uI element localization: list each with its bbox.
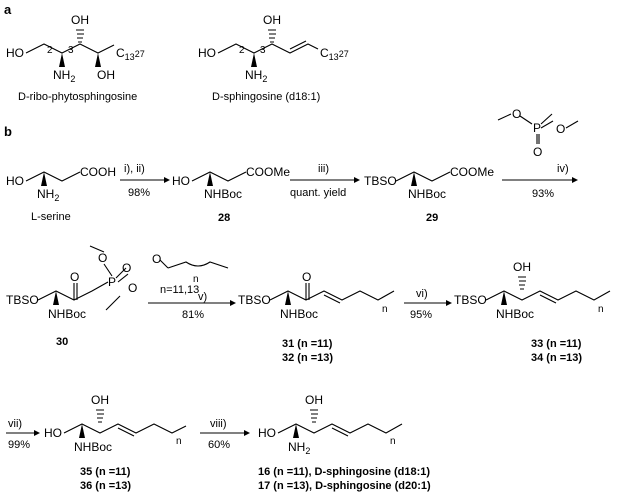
atom-alkyl: C1327 bbox=[320, 46, 349, 62]
panel-label-a: a bbox=[4, 2, 12, 17]
atom-tbso: TBSO bbox=[454, 293, 487, 307]
atom-tbso: TBSO bbox=[238, 293, 271, 307]
atom-nh2: NH2 bbox=[288, 440, 310, 456]
step-1-reagents: i), ii) bbox=[124, 163, 145, 175]
step-5-yield: 95% bbox=[410, 309, 432, 321]
reagent-aldehyde: O n bbox=[152, 252, 229, 285]
atom-oh: OH bbox=[305, 393, 323, 407]
atom-nhboc: NHBoc bbox=[496, 307, 534, 321]
step-4-yield: 81% bbox=[182, 309, 204, 321]
atom-ho: HO bbox=[258, 426, 276, 440]
structure-28: HO COOMe NHBoc bbox=[172, 165, 290, 201]
atom-nhboc: NHBoc bbox=[48, 307, 86, 321]
step-7-yield: 60% bbox=[208, 439, 230, 451]
compound-17: 17 (n =13), D-sphingosine (d20:1) bbox=[258, 480, 431, 492]
structure-31-32: TBSO O NHBoc n bbox=[238, 270, 395, 321]
atom-nhboc: NHBoc bbox=[204, 187, 242, 201]
panel-label-b: b bbox=[4, 124, 12, 139]
atom-n: n bbox=[176, 436, 182, 447]
step-6-yield: 99% bbox=[8, 439, 30, 451]
compound-32: 32 (n =13) bbox=[282, 352, 333, 364]
atom-o-keto: O bbox=[70, 270, 79, 284]
name-serine: L-serine bbox=[31, 211, 71, 223]
structure-30: TBSO O P O O O NHBoc bbox=[6, 245, 137, 321]
atom-o: O bbox=[512, 107, 521, 121]
compound-35: 35 (n =11) bbox=[80, 466, 131, 478]
atom-n: n bbox=[390, 436, 396, 447]
atom-ho: HO bbox=[172, 174, 190, 188]
atom-oh-4: OH bbox=[97, 68, 115, 82]
step-6-reagents: vii) bbox=[8, 418, 22, 430]
atom-ho: HO bbox=[6, 46, 24, 60]
reagent-dimethyl-methylphosphonate: O P O O bbox=[497, 107, 579, 159]
name-sphingosine: D-sphingosine (d18:1) bbox=[212, 91, 320, 103]
atom-o-double: O bbox=[533, 145, 542, 159]
locant-3: 3 bbox=[260, 45, 266, 56]
atom-alkyl: C1327 bbox=[116, 46, 145, 62]
locant-3: 3 bbox=[68, 45, 74, 56]
atom-nh2: NH2 bbox=[245, 68, 267, 84]
atom-o: O bbox=[128, 281, 137, 295]
atom-oh: OH bbox=[513, 260, 531, 274]
structure-serine: HO COOH NH2 bbox=[6, 165, 116, 203]
structure-16-17: HO OH NH2 n bbox=[258, 393, 403, 456]
atom-nh2: NH2 bbox=[37, 187, 59, 203]
atom-o: O bbox=[152, 252, 161, 266]
step-2-yield: quant. yield bbox=[290, 187, 346, 199]
locant-2: 2 bbox=[47, 45, 53, 56]
step-7-reagents: viii) bbox=[210, 418, 227, 430]
compound-34: 34 (n =13) bbox=[531, 352, 582, 364]
atom-n: n bbox=[382, 304, 388, 315]
step-4-note: n=11,13 bbox=[160, 284, 199, 296]
atom-o: O bbox=[556, 122, 565, 136]
step-5-reagents: vi) bbox=[416, 288, 428, 300]
step-4-reagents: v) bbox=[198, 291, 207, 303]
atom-o: O bbox=[122, 261, 131, 275]
atom-p: P bbox=[108, 275, 116, 289]
atom-nhboc: NHBoc bbox=[280, 307, 318, 321]
atom-o: O bbox=[98, 251, 107, 265]
structure-phytosphingosine: HO 2 3 NH2 OH OH C1327 bbox=[6, 13, 145, 84]
compound-36: 36 (n =13) bbox=[80, 480, 131, 492]
step-2-reagents: iii) bbox=[318, 163, 329, 175]
structure-sphingosine: HO 2 3 NH2 OH C1327 bbox=[198, 13, 349, 84]
atom-tbso: TBSO bbox=[6, 293, 39, 307]
compound-29: 29 bbox=[426, 212, 438, 224]
compound-33: 33 (n =11) bbox=[531, 338, 582, 350]
atom-nh2: NH2 bbox=[53, 68, 75, 84]
atom-cooh: COOH bbox=[80, 165, 116, 179]
atom-oh: OH bbox=[263, 13, 281, 27]
compound-16: 16 (n =11), D-sphingosine (d18:1) bbox=[258, 466, 430, 478]
atom-ho: HO bbox=[198, 46, 216, 60]
step-3-reagents: iv) bbox=[557, 163, 569, 175]
atom-nhboc: NHBoc bbox=[74, 440, 112, 454]
atom-n: n bbox=[598, 304, 604, 315]
structure-33-34: TBSO OH NHBoc n bbox=[454, 260, 611, 321]
atom-nhboc: NHBoc bbox=[408, 187, 446, 201]
locant-2: 2 bbox=[239, 45, 245, 56]
atom-coome: COOMe bbox=[450, 165, 494, 179]
name-phytosphingosine: D-ribo-phytosphingosine bbox=[18, 91, 137, 103]
atom-p: P bbox=[533, 121, 541, 135]
structure-29: TBSO COOMe NHBoc bbox=[364, 165, 494, 201]
atom-coome: COOMe bbox=[246, 165, 290, 179]
compound-28: 28 bbox=[218, 212, 230, 224]
atom-ho: HO bbox=[6, 174, 24, 188]
atom-n: n bbox=[193, 274, 199, 285]
atom-tbso: TBSO bbox=[364, 174, 397, 188]
compound-31: 31 (n =11) bbox=[282, 338, 333, 350]
step-3-yield: 93% bbox=[532, 188, 554, 200]
atom-ho: HO bbox=[44, 426, 62, 440]
atom-o-keto: O bbox=[302, 270, 311, 284]
step-1-yield: 98% bbox=[128, 187, 150, 199]
atom-oh: OH bbox=[91, 393, 109, 407]
structure-35-36: HO OH NHBoc n bbox=[44, 393, 187, 454]
atom-oh-3: OH bbox=[71, 13, 89, 27]
compound-30: 30 bbox=[56, 336, 68, 348]
